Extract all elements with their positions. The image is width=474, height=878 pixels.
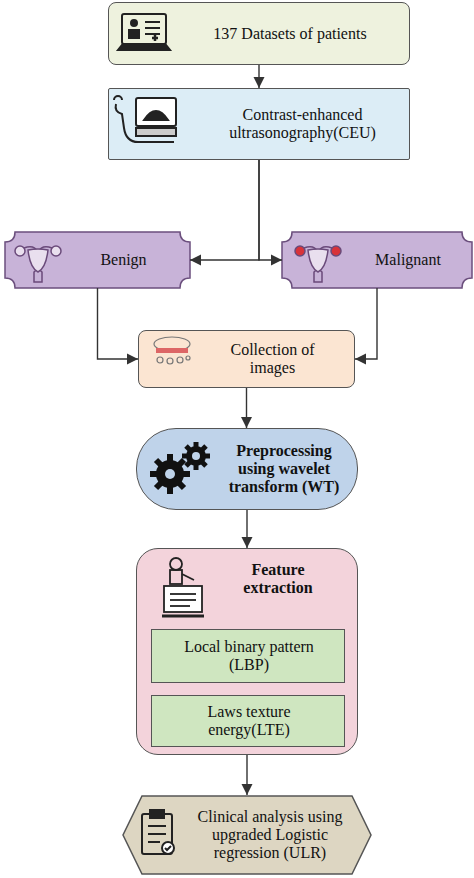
flow-arrow bbox=[98, 288, 139, 359]
uterus-icon bbox=[295, 246, 341, 282]
flow-arrow bbox=[355, 288, 377, 359]
method-box: Local binary pattern (LBP) bbox=[151, 629, 345, 683]
flow-arrow bbox=[190, 160, 259, 260]
node-label: Feature extraction bbox=[228, 561, 328, 597]
node-outline-path bbox=[5, 232, 190, 288]
process-pill: Preprocessing using wavelet transform (W… bbox=[136, 428, 358, 510]
data-source-box: 137 Datasets of patients bbox=[108, 2, 410, 65]
node-outline-path bbox=[282, 232, 472, 288]
patient-record-icon bbox=[118, 14, 170, 50]
node-outline-path bbox=[123, 796, 371, 874]
class-box: Benign bbox=[5, 232, 190, 288]
uterus-icon bbox=[15, 246, 61, 282]
class-box: Malignant bbox=[282, 232, 472, 288]
flow-arrow bbox=[246, 388, 247, 428]
node-label: 137 Datasets of patients bbox=[213, 25, 366, 43]
process-box: Collection of images bbox=[138, 330, 355, 388]
robot-computer-icon bbox=[162, 558, 204, 616]
node-label: Preprocessing using wavelet transform (W… bbox=[222, 442, 347, 496]
flow-arrow bbox=[246, 755, 247, 795]
node-label: Clinical analysis using upgraded Logisti… bbox=[183, 808, 358, 862]
flow-arrow bbox=[258, 65, 259, 88]
flow-arrow bbox=[259, 160, 282, 260]
flow-arrow bbox=[246, 510, 247, 548]
node-label: Benign bbox=[100, 251, 146, 269]
method-box: Laws texture energy(LTE) bbox=[151, 695, 345, 747]
ultrasound-icon bbox=[114, 96, 176, 142]
node-label: Contrast-enhanced ultrasonography(CEU) bbox=[204, 106, 401, 142]
node-label: Collection of images bbox=[218, 341, 328, 377]
node-label: Local binary pattern (LBP) bbox=[184, 638, 314, 674]
node-outline bbox=[5, 232, 190, 288]
node-label: Malignant bbox=[375, 251, 441, 269]
node-label: Laws texture energy(LTE) bbox=[184, 703, 314, 739]
cancer-logo-icon bbox=[154, 337, 190, 364]
process-box: Contrast-enhanced ultrasonography(CEU) bbox=[108, 88, 410, 160]
gear-icon bbox=[150, 442, 210, 494]
analysis-hexagon: Clinical analysis using upgraded Logisti… bbox=[122, 795, 372, 875]
clipboard-icon bbox=[142, 810, 174, 854]
group-box: Feature extractionLocal binary pattern (… bbox=[136, 548, 358, 755]
